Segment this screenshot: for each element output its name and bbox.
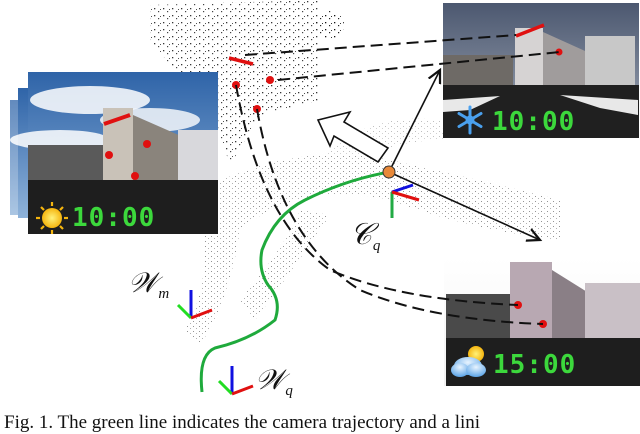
- label-camera-query: 𝒞q: [350, 218, 381, 254]
- clock-cloudy: 15:00: [493, 350, 577, 380]
- sun-icon: [36, 202, 68, 234]
- point-cloud-map: [185, 118, 560, 345]
- label-sub: q: [285, 383, 293, 399]
- label-main: 𝒲: [255, 365, 285, 396]
- clock-snowy: 10:00: [492, 107, 576, 137]
- frame-world-map: [176, 290, 213, 320]
- clock-sunny: 10:00: [72, 203, 156, 233]
- label-world-query: 𝒲q: [255, 365, 293, 399]
- image-stack-sunny: [10, 72, 218, 234]
- image-cloudy: [444, 258, 640, 386]
- partly-cloudy-icon: [451, 346, 486, 377]
- label-main: 𝒲: [128, 268, 158, 299]
- camera-position-dot: [382, 165, 396, 179]
- figure-caption: Fig. 1. The green line indicates the cam…: [4, 412, 481, 433]
- frame-camera-query: [390, 183, 420, 218]
- image-snowy: [443, 3, 639, 138]
- direction-arrow: [316, 110, 390, 164]
- label-sub: m: [158, 286, 170, 302]
- trajectory-line: [199, 170, 390, 393]
- label-main: 𝒞: [350, 218, 372, 251]
- snowflake-icon: [457, 105, 483, 135]
- label-world-map: 𝒲m: [128, 268, 170, 302]
- frame-world-query: [217, 366, 254, 396]
- label-sub: q: [372, 238, 381, 254]
